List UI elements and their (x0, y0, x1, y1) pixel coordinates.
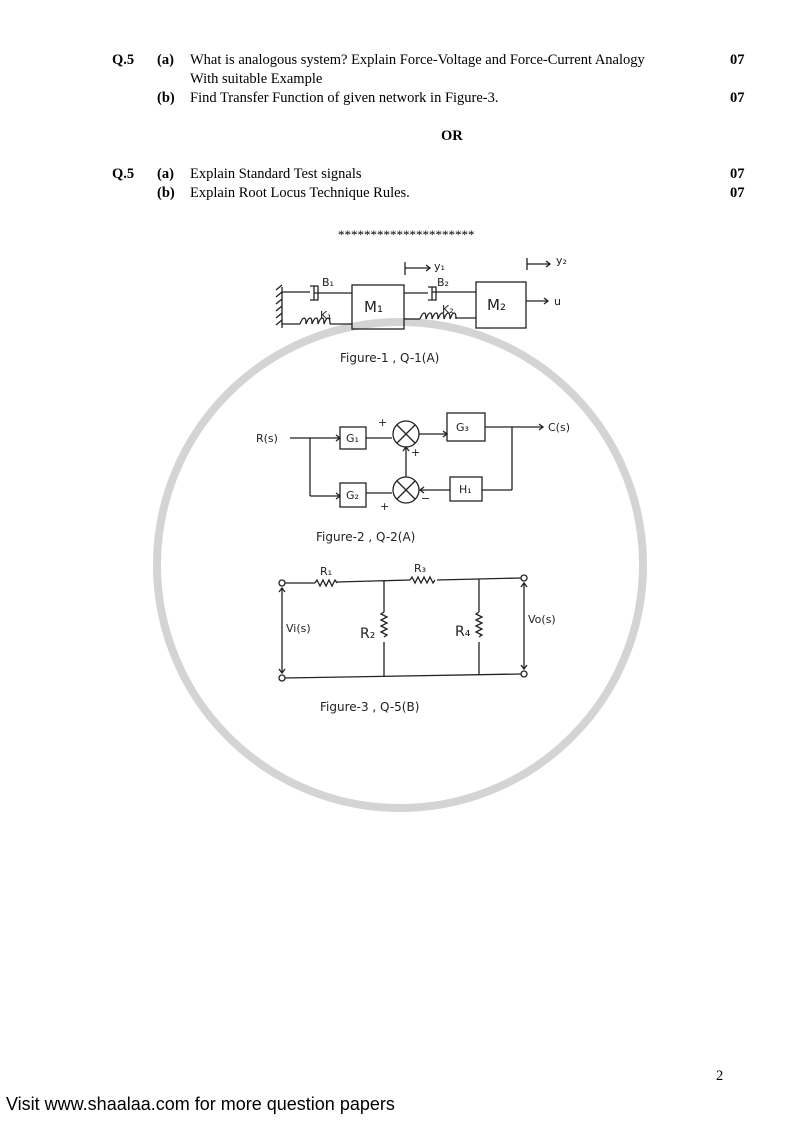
label-r1: R₁ (320, 565, 332, 578)
figure-2-caption: Figure-2 , Q-2(A) (316, 530, 415, 544)
figure-3-caption: Figure-3 , Q-5(B) (320, 700, 419, 714)
end-separator: ********************* (338, 227, 475, 242)
figure-3 (278, 574, 528, 682)
sign-plus: + (380, 500, 389, 513)
part-label: (a) (157, 166, 174, 182)
question-text: Explain Standard Test signals (190, 166, 362, 182)
label-g2: G₂ (346, 489, 359, 502)
question-number: Q.5 (112, 52, 135, 68)
or-separator: OR (441, 128, 463, 144)
label-force: u (554, 295, 561, 308)
figure-2 (290, 412, 545, 508)
label-m2: M₂ (487, 296, 506, 314)
label-output: C(s) (548, 421, 570, 434)
question-text: Explain Root Locus Technique Rules. (190, 185, 410, 201)
marks: 07 (730, 185, 745, 201)
figure-2-labels: R(s) C(s) G₁ G₂ G₃ H₁ + + + − Figure-2 ,… (256, 416, 570, 544)
watermark (153, 318, 647, 812)
marks: 07 (730, 52, 745, 68)
label-r4: R₄ (455, 624, 471, 640)
figure-1-caption: Figure-1 , Q-1(A) (340, 351, 439, 365)
footer-text: Visit www.shaalaa.com for more question … (6, 1094, 395, 1114)
figure-1-labels: B₁ K₁ M₁ B₂ K₂ M₂ y₁ y₂ u Figure-1 , Q-1… (320, 254, 567, 365)
label-h1: H₁ (459, 483, 472, 496)
marks: 07 (730, 166, 745, 182)
label-b2: B₂ (437, 276, 449, 289)
sign-minus: − (421, 492, 430, 505)
label-m1: M₁ (364, 298, 383, 316)
label-y2: y₂ (556, 254, 567, 267)
label-k2: K₂ (442, 303, 454, 316)
label-k1: K₁ (320, 309, 332, 322)
figure-3-labels: R₁ R₃ R₂ R₄ Vi(s) Vo(s) Figure-3 , Q-5(B… (286, 562, 556, 714)
label-vo: Vo(s) (528, 613, 556, 626)
part-label: (b) (157, 90, 175, 106)
part-label: (b) (157, 185, 175, 201)
label-g1: G₁ (346, 432, 359, 445)
label-input: R(s) (256, 432, 278, 445)
page-number: 2 (716, 1068, 724, 1084)
label-vi: Vi(s) (286, 622, 311, 635)
question-text: What is analogous system? Explain Force-… (190, 52, 645, 68)
sign-plus: + (378, 416, 387, 429)
question-number: Q.5 (112, 166, 135, 182)
part-label: (a) (157, 52, 174, 68)
label-b1: B₁ (322, 276, 334, 289)
label-g3: G₃ (456, 421, 469, 434)
label-r2: R₂ (360, 626, 375, 642)
label-r3: R₃ (414, 562, 426, 575)
watermark-circle (153, 318, 647, 812)
marks: 07 (730, 90, 745, 106)
sign-plus: + (411, 446, 420, 459)
figure-1 (275, 258, 552, 330)
label-y1: y₁ (434, 260, 445, 273)
question-text: With suitable Example (190, 71, 323, 87)
question-text: Find Transfer Function of given network … (190, 90, 499, 106)
